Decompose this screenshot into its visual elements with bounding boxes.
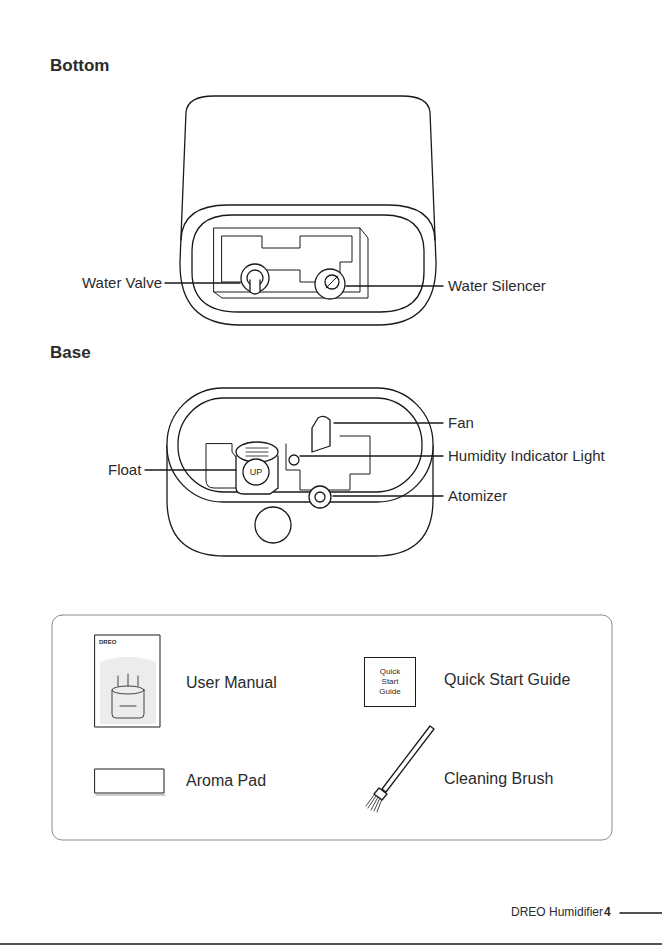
- footer-rule: [620, 912, 662, 913]
- card-text: Quick Start Guide: [375, 667, 405, 697]
- leader-line: [300, 455, 443, 456]
- leader-line: [334, 422, 443, 423]
- part-label: Float: [108, 461, 141, 479]
- base-illustration: [167, 388, 433, 556]
- part-label: Water Valve: [82, 274, 162, 292]
- page-edge: [0, 943, 662, 945]
- accessory-panel: User Manual Quick Start GuideAroma Pad Cle…: [52, 615, 612, 840]
- part-label: Atomizer: [448, 487, 507, 505]
- tank-illustration: [180, 96, 436, 325]
- leader-line: [165, 282, 240, 283]
- float-marking: UP: [250, 467, 263, 478]
- leader-line: [145, 469, 236, 470]
- leader-line: [346, 285, 443, 286]
- part-label: Water Silencer: [448, 277, 546, 295]
- item-label: Cleaning Brush: [444, 769, 553, 788]
- manual-cover: [95, 635, 160, 727]
- section-heading: Base: [50, 343, 91, 363]
- footer-text: DREO Humidifier: [511, 905, 603, 919]
- part-label: Humidity Indicator Light: [448, 447, 605, 465]
- item-label: Quick Start Guide: [444, 670, 570, 689]
- item-label: Aroma Pad: [186, 771, 266, 790]
- section-heading: Bottom: [50, 56, 109, 76]
- quick-start-card: Quick Start Guide: [364, 657, 416, 707]
- item-label: User Manual: [186, 673, 277, 692]
- aroma-pad: [95, 769, 164, 793]
- cleaning-brush: [366, 726, 434, 812]
- part-label: Fan: [448, 414, 474, 432]
- panel-outline: [52, 615, 612, 840]
- cover-brand: DREO: [99, 639, 116, 646]
- page-number: 4: [604, 905, 611, 919]
- leader-line: [333, 495, 443, 496]
